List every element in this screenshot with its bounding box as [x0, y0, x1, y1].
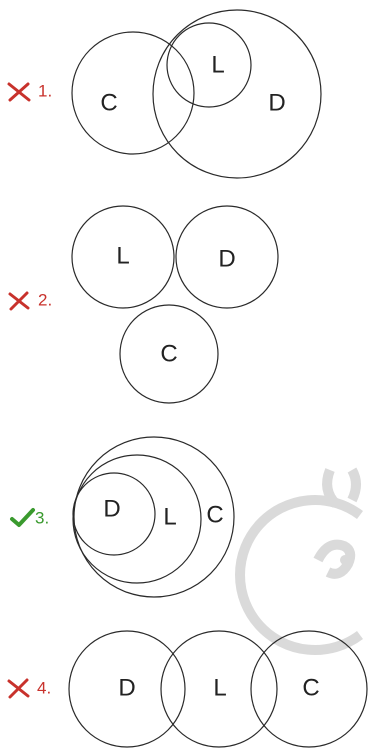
option-2-mark: 2. [8, 290, 52, 311]
circle-l [166, 22, 252, 108]
option-3-number: 3. [35, 508, 49, 527]
option-1-mark: 1. [7, 81, 52, 102]
circle-label: L [213, 674, 226, 701]
option-1: 1. C L D [7, 9, 322, 179]
cross-icon [8, 291, 30, 311]
circle-d [68, 630, 186, 748]
circle-label: C [160, 340, 177, 367]
option-1-number: 1. [38, 81, 52, 100]
circle-label: C [302, 674, 319, 701]
circle-d [152, 9, 322, 179]
circle-c [250, 630, 368, 748]
option-4-number: 4. [37, 678, 51, 697]
circle-d [72, 472, 156, 556]
circle-l [72, 454, 202, 584]
circle-label: D [218, 245, 235, 272]
circle-label: L [211, 51, 224, 78]
circle-label: C [100, 89, 117, 116]
cross-icon [7, 82, 31, 102]
option-2: 2. L D C [8, 205, 279, 404]
circle-label: C [206, 501, 223, 528]
circle-c [119, 304, 219, 404]
circle-l [160, 630, 278, 748]
circle-c [71, 31, 195, 155]
circle-label: D [268, 89, 285, 116]
option-4-mark: 4. [7, 678, 51, 699]
check-icon [10, 508, 35, 527]
circle-label: D [103, 495, 120, 522]
circle-c [73, 436, 235, 598]
circle-d [175, 205, 279, 309]
option-3: 3. D L C [10, 436, 235, 598]
option-4: 4. D L C [7, 630, 368, 748]
mascot-watermark-icon [235, 467, 363, 655]
circle-label: L [163, 503, 176, 530]
option-3-mark: 3. [10, 508, 49, 527]
option-2-number: 2. [38, 290, 52, 309]
circle-label: L [116, 242, 129, 269]
circle-l [71, 205, 175, 309]
circle-label: D [118, 674, 135, 701]
cross-icon [7, 678, 30, 699]
